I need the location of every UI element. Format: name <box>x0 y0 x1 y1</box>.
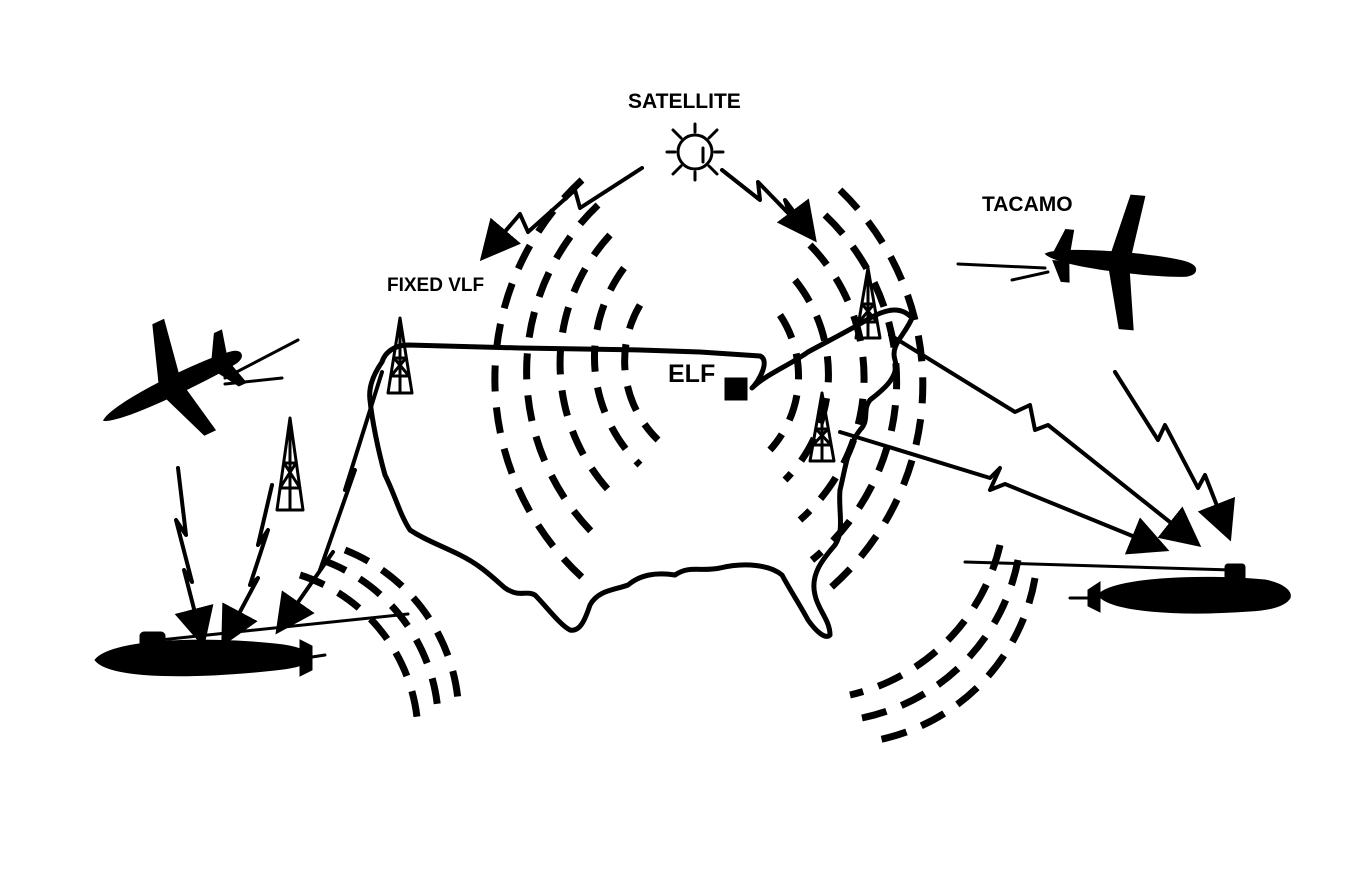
left-submarine-signal-waves <box>298 546 462 731</box>
right-submarine-antenna-wire <box>963 560 1234 572</box>
elf-signal-rings <box>491 177 927 598</box>
tacamo-signal <box>1113 370 1236 542</box>
satellite-icon <box>665 122 725 182</box>
satellite-to-vlf-signal <box>479 166 644 262</box>
fixed-vlf-signal <box>275 370 384 635</box>
submarine-icon <box>1068 563 1291 614</box>
fixed-vlf-label: FIXED VLF <box>387 275 484 296</box>
tacamo-antenna-trail <box>956 262 1050 282</box>
antenna-tower-icon <box>386 316 414 395</box>
aircraft-antenna-trail <box>223 338 300 386</box>
satellite-label: SATELLITE <box>628 90 741 113</box>
east-tower-lower-signal <box>838 430 1170 555</box>
satellite-to-east-signal <box>720 168 817 243</box>
antenna-tower-icon <box>808 391 836 463</box>
left-tower-signal <box>221 483 274 648</box>
left-aircraft-signal <box>174 466 214 648</box>
aircraft-icon <box>1044 194 1197 331</box>
aircraft-icon <box>102 318 247 436</box>
right-submarine-signal-waves <box>849 544 1039 744</box>
submarine-icon <box>94 631 327 677</box>
east-tower-upper-signal <box>888 333 1202 547</box>
elf-label: ELF <box>668 360 715 388</box>
tacamo-label: TACAMO <box>982 193 1073 216</box>
antenna-tower-icon <box>275 416 305 512</box>
antenna-tower-icon <box>854 266 882 340</box>
elf-transmitter-square <box>724 377 748 401</box>
